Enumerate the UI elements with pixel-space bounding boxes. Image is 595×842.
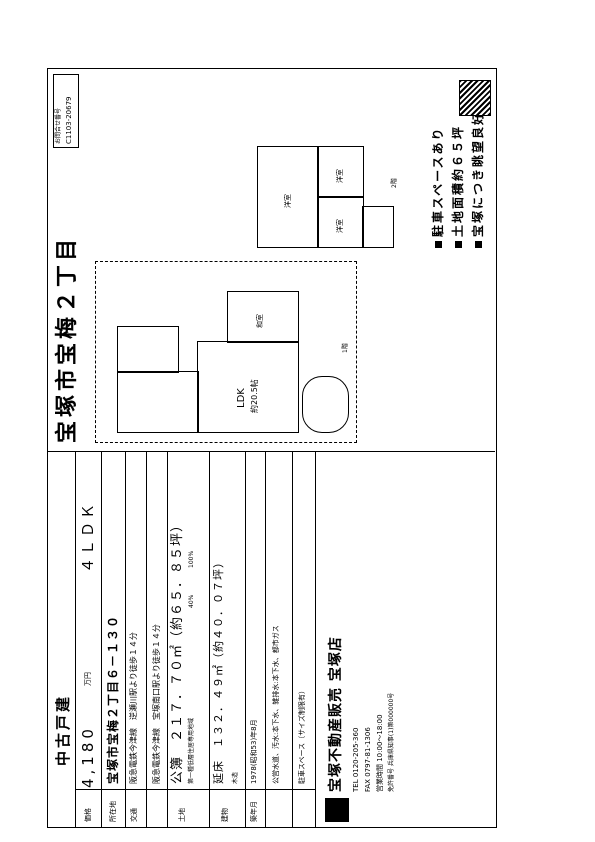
structure: 木造 [232, 771, 239, 784]
ldk-size: 約20.5帖 [250, 379, 259, 413]
ref-number: C1103-20679 [65, 96, 73, 145]
company-name: 宝塚不動産販売 宝塚店 [328, 636, 344, 792]
floor1-label: 1階 [342, 343, 349, 353]
flyer-sheet: 中古戸建 価格 4,180 万円 ４ＬＤＫ 所在地 宝塚市宝梅２丁目６－１３０ … [47, 68, 497, 828]
qr-code [459, 80, 491, 116]
flyer-rotated: 中古戸建 価格 4,180 万円 ４ＬＤＫ 所在地 宝塚市宝梅２丁目６－１３０ … [47, 68, 497, 828]
company-hours: 営業時間 10:00〜18:00 [376, 714, 384, 792]
company-phone: TEL 0120-205-360 [352, 727, 360, 792]
room-1f-a-label: 和室 [256, 314, 264, 328]
company-fax: FAX 0797-81-1306 [364, 727, 372, 792]
feature-2: 土地面積約６５坪 [451, 125, 465, 248]
utilities: 公営水道、汚水:本下水、雑排水:本下水、都市ガス [272, 625, 280, 784]
feature-3: 宝塚につき眺望良好 [471, 111, 485, 248]
parking-car [302, 376, 349, 433]
traffic-line-2: 阪急電鉄今津線 宝塚南口駅より徒歩１４分 [152, 624, 161, 784]
room-1f-b [117, 371, 199, 433]
feature-1: 駐車スペースあり [431, 126, 445, 248]
page-title: 宝塚市宝梅２丁目 [55, 234, 80, 443]
price-value: 4,180 [79, 725, 97, 788]
room-2f-a-label: 洋室 [284, 194, 292, 208]
ref-label: お問合せ番号 [55, 107, 62, 144]
location-label: 所在地 [109, 801, 117, 822]
remarks: 駐車スペース（サイズ制限有） [298, 687, 306, 784]
building-label: 建物 [221, 808, 229, 822]
room-2f-b-label: 洋室 [336, 219, 344, 233]
room-1f-c [117, 326, 179, 373]
price-label: 価格 [84, 808, 92, 822]
traffic-line-1: 阪急電鉄今津線 逆瀬川駅より徒歩１４分 [129, 632, 138, 784]
price-unit: 万円 [84, 672, 92, 686]
room-2f-d [362, 206, 394, 248]
far: 100% [188, 550, 195, 568]
zoning: 第一種低層住居専用地域 [188, 717, 195, 784]
ldk-room [197, 341, 299, 433]
category-label: 中古戸建 [54, 693, 72, 766]
location-value: 宝塚市宝梅２丁目６－１３０ [106, 614, 120, 784]
layout-type: ４ＬＤＫ [79, 500, 97, 573]
coverage: 40% [188, 594, 195, 608]
built-label: 築年月 [250, 801, 258, 822]
traffic-label: 交通 [130, 808, 138, 822]
floor2-label: 2階 [391, 178, 398, 188]
ldk-label: LDK [236, 388, 247, 408]
built-value: 1978(昭和53)年8月 [250, 719, 258, 784]
company-license: 免許番号 兵庫県知事(1)第000000号 [388, 692, 395, 792]
company-logo [325, 798, 349, 822]
room-2f-c-label: 洋室 [336, 169, 344, 183]
land-label: 土地 [178, 808, 186, 822]
land-area: 公簿 ２１７．７０㎡（約６５．８５坪） [170, 517, 185, 784]
building-area: 延床 １３２．４９㎡（約４０．０７坪） [212, 556, 225, 784]
